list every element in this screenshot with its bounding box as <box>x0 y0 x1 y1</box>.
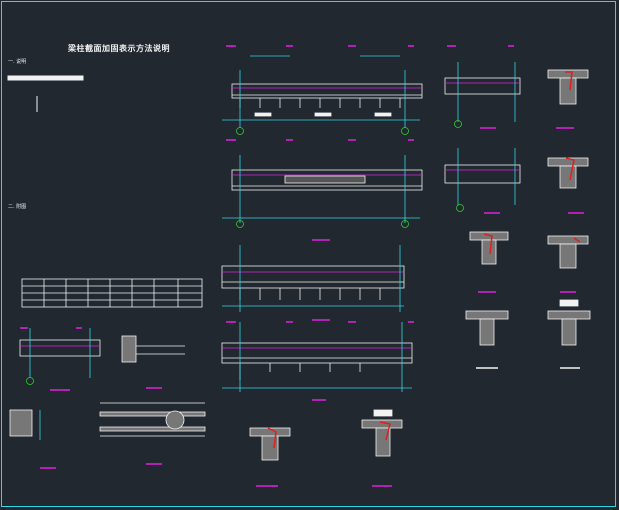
section-1-label: 一. 说明 <box>8 59 27 65</box>
t-section-4 <box>547 235 589 293</box>
beam-elevation-3 <box>221 245 405 321</box>
t-section-5 <box>465 310 509 369</box>
column-section-small <box>121 335 185 389</box>
beam-elevation-4 <box>221 321 414 401</box>
t-section-3 <box>469 231 509 293</box>
reinforcement-table <box>21 278 203 308</box>
section-2-label: 二. 附图 <box>8 204 27 210</box>
t-section-6 <box>547 299 591 369</box>
notes-block <box>7 75 84 112</box>
pipe-detail <box>99 402 206 465</box>
beam-elevation-2 <box>222 139 423 241</box>
beam-detail-right-1 <box>444 45 521 129</box>
anchor-detail <box>9 409 56 469</box>
drawing-title: 梁柱截面加固表示方法说明 <box>68 44 170 53</box>
t-section-8 <box>361 409 403 487</box>
t-section-1 <box>547 69 589 129</box>
beam-elevation-1 <box>222 45 423 135</box>
t-section-7 <box>249 427 291 487</box>
column-detail-left <box>19 327 101 391</box>
t-section-2 <box>547 157 589 214</box>
beam-detail-right-2 <box>444 148 521 214</box>
